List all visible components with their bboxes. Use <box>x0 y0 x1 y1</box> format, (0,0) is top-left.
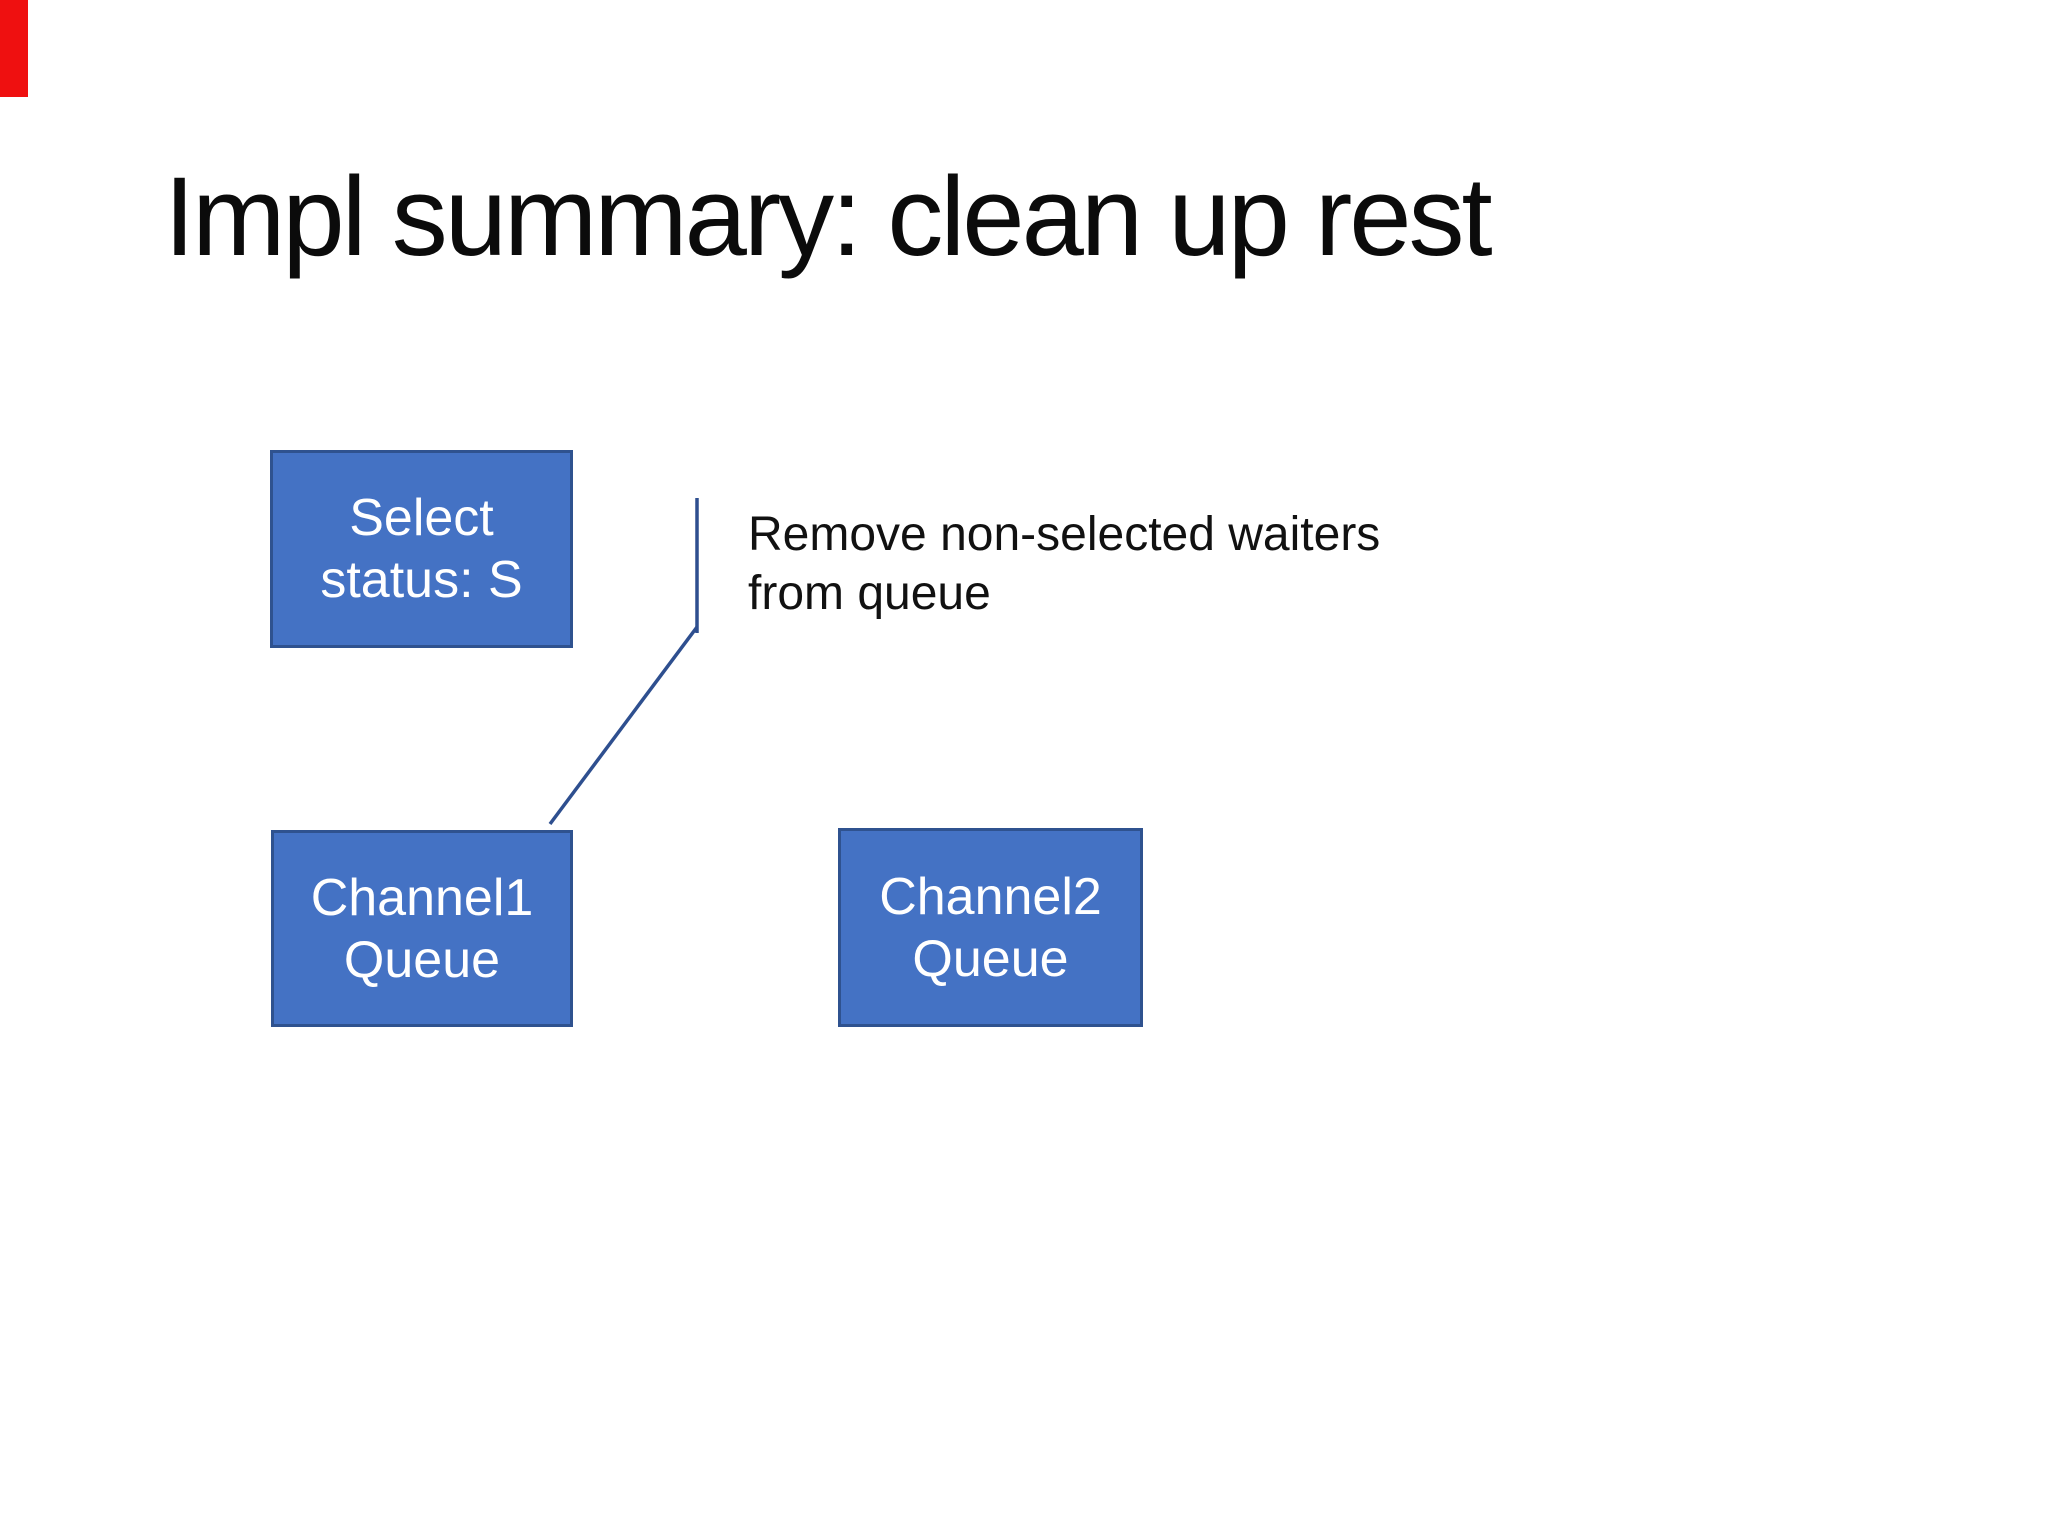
box-channel1-queue-line1: Channel1 <box>310 868 534 927</box>
page-title: Impl summary: clean up rest <box>164 154 1493 279</box>
box-channel2-queue: Channel2 Queue <box>838 828 1143 1027</box>
box-select-status-line1: Select <box>349 489 494 547</box>
box-select-status-line2: status: S <box>320 551 523 609</box>
box-channel1-queue: Channel1 Queue <box>271 830 573 1027</box>
annotation-line1: Remove non-selected waiters <box>748 508 1381 561</box>
annotation-text: Remove non-selected waiters from queue <box>748 505 1380 623</box>
connector-diagonal-segment <box>548 625 699 826</box>
annotation-line2: from queue <box>748 567 991 620</box>
box-channel2-queue-line2: Queue <box>912 929 1069 988</box>
box-channel2-queue-line1: Channel2 <box>879 867 1102 926</box>
box-channel1-queue-line2: Queue <box>343 930 501 989</box>
red-marker-bar <box>0 0 28 97</box>
box-select-status: Select status: S <box>270 450 573 648</box>
